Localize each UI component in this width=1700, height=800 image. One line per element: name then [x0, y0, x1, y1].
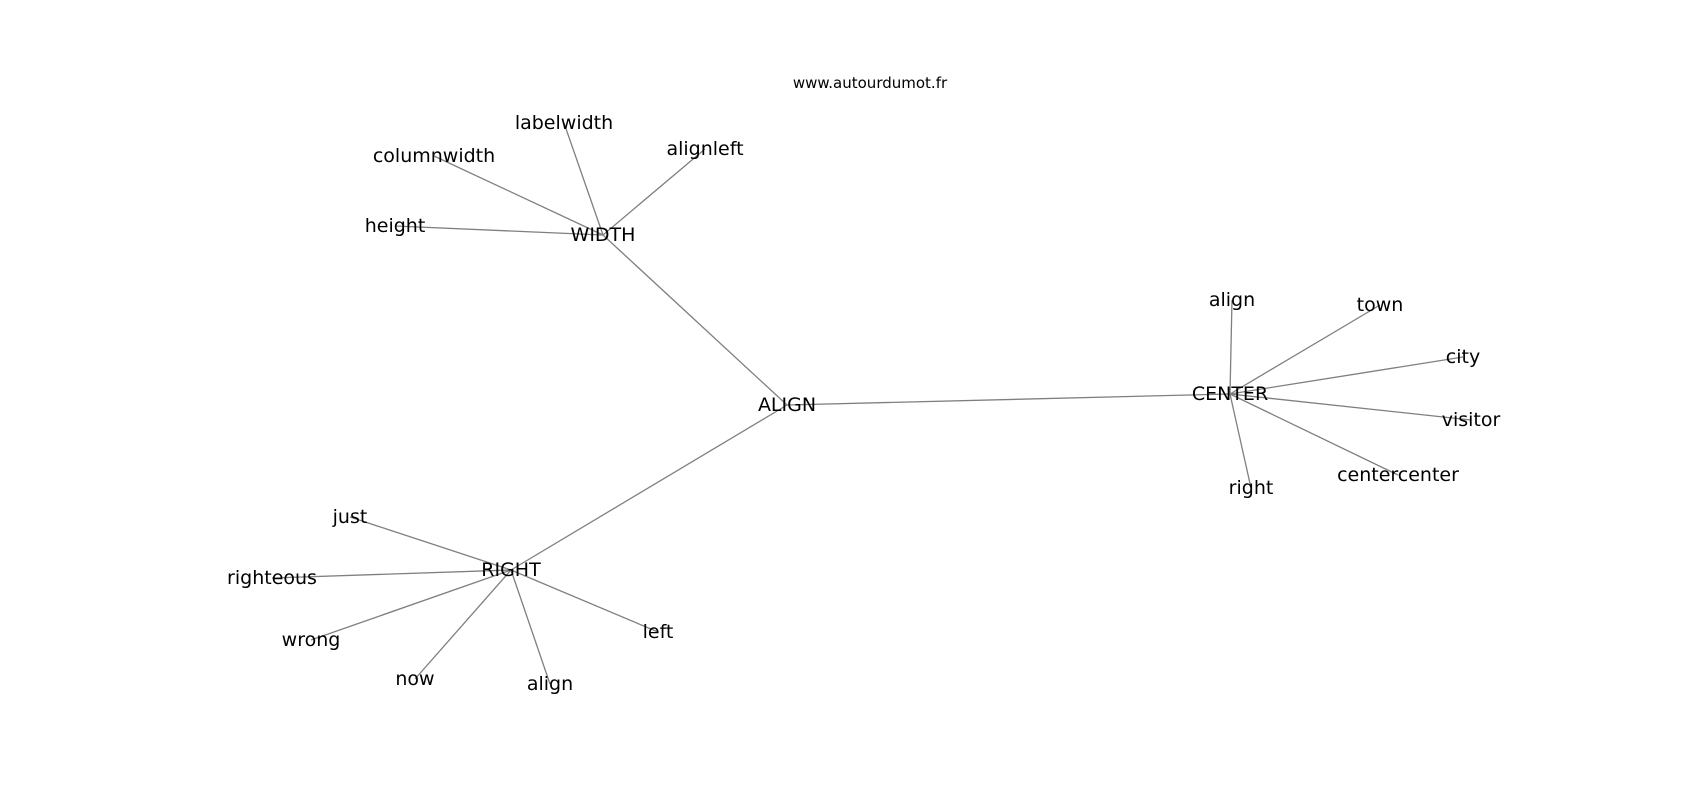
- edge-right-hub-just: [349, 516, 512, 571]
- node-label-align-c: align: [1209, 289, 1255, 311]
- edge-center-visitor: [1229, 393, 1472, 421]
- node-label-alignleft: alignleft: [666, 138, 743, 160]
- edge-width-height: [394, 225, 604, 236]
- labels-group: ALIGNWIDTHCENTERRIGHTlabelwidthalignleft…: [227, 112, 1500, 695]
- node-label-city: city: [1446, 346, 1480, 368]
- edge-center-town: [1229, 304, 1381, 395]
- node-label-just: just: [332, 506, 368, 528]
- node-label-wrong: wrong: [282, 629, 341, 651]
- node-label-align-r: align: [527, 673, 573, 695]
- node-label-columnwidth: columnwidth: [373, 145, 495, 167]
- edge-align-root-center: [786, 393, 1231, 406]
- node-label-center: CENTER: [1192, 383, 1268, 405]
- node-label-righteous: righteous: [227, 567, 317, 589]
- node-label-left: left: [643, 621, 674, 643]
- node-label-width: WIDTH: [571, 224, 636, 246]
- watermark: www.autourdumot.fr: [793, 74, 948, 92]
- edge-width-alignleft: [602, 148, 706, 236]
- node-label-now: now: [395, 668, 434, 690]
- edge-right-hub-wrong: [310, 569, 512, 641]
- node-label-height: height: [365, 215, 426, 237]
- edge-right-hub-align-r: [510, 569, 551, 685]
- node-label-visitor: visitor: [1442, 409, 1501, 431]
- edge-center-centercenter: [1229, 393, 1399, 476]
- node-label-town: town: [1357, 294, 1404, 316]
- edge-width-labelwidth: [563, 122, 604, 236]
- edges-group: [271, 122, 1472, 685]
- node-label-align-root: ALIGN: [758, 394, 816, 416]
- node-label-centercenter: centercenter: [1337, 464, 1459, 486]
- edge-center-align-c: [1229, 299, 1233, 395]
- node-label-labelwidth: labelwidth: [515, 112, 613, 134]
- edge-right-hub-left: [510, 569, 659, 633]
- edge-width-columnwidth: [433, 155, 604, 236]
- edge-align-root-right-hub: [510, 404, 788, 571]
- edge-right-hub-now: [414, 569, 512, 680]
- edge-right-hub-righteous: [271, 569, 512, 579]
- node-label-right-c: right: [1229, 477, 1274, 499]
- edge-center-city: [1229, 356, 1464, 395]
- edge-center-right-c: [1229, 393, 1252, 489]
- node-label-right-hub: RIGHT: [481, 559, 541, 581]
- edge-align-root-width: [602, 234, 788, 406]
